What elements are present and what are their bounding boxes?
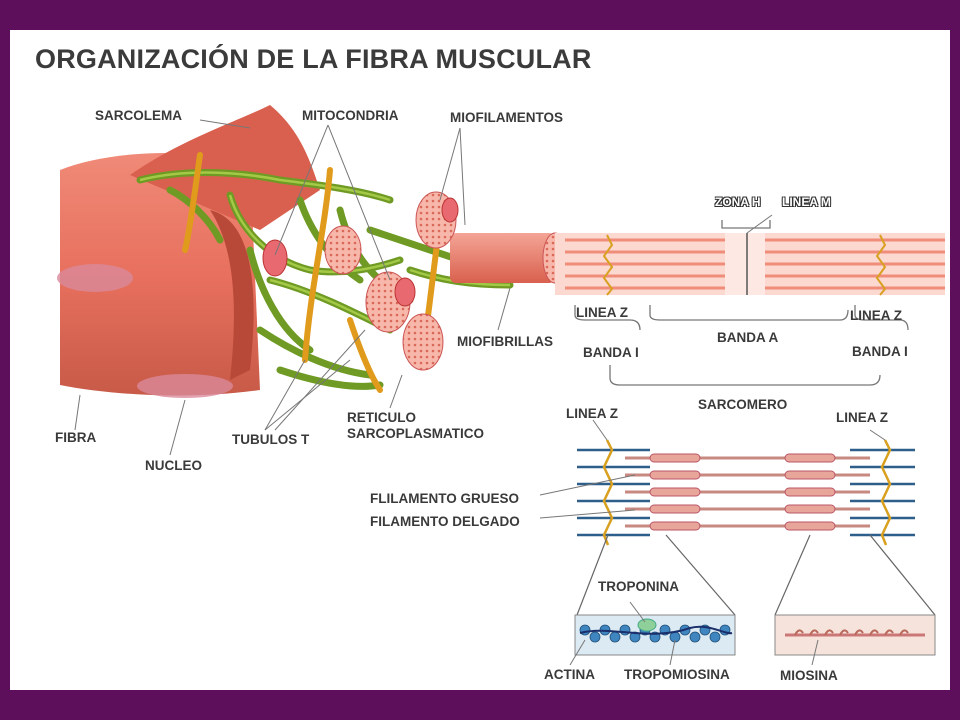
leader-lines <box>74 119 886 666</box>
label-banda-i-right: BANDA I <box>852 344 908 359</box>
sarcomere-band <box>555 233 945 296</box>
myofibrils <box>262 191 568 371</box>
z-line-left <box>602 234 614 296</box>
sarcomere-detail <box>577 439 915 546</box>
label-filamento-grueso: FLILAMENTO GRUESO <box>370 491 520 506</box>
myosin-inset <box>774 614 936 656</box>
zoom-lines <box>576 534 936 616</box>
label-fibra: FIBRA <box>55 430 97 445</box>
label-troponina: TROPONINA <box>598 579 679 594</box>
label-nucleo: NUCLEO <box>145 458 202 473</box>
label-miofilamentos: MIOFILAMENTOS <box>450 110 563 125</box>
label-miofibrillas: MIOFIBRILLAS <box>457 334 553 349</box>
sarcomere-brackets <box>574 220 909 386</box>
label-linea-z-bottom-left: LINEA Z <box>566 406 618 421</box>
muscle-fiber <box>57 105 320 398</box>
sarcolema-flap <box>130 105 320 230</box>
actin-inset <box>574 614 736 656</box>
label-tropomiosina: TROPOMIOSINA <box>624 667 730 682</box>
troponin-blob <box>637 618 657 632</box>
mitochondrion <box>262 239 288 277</box>
label-linea-z-left: LINEA Z <box>576 305 628 320</box>
label-sarcoplasmatico: SARCOPLASMATICO <box>347 426 484 441</box>
label-sarcomero: SARCOMERO <box>698 397 788 412</box>
label-tubulos-t: TUBULOS T <box>232 432 310 447</box>
diagram-panel: ORGANIZACIÓN DE LA FIBRA MUSCULAR SARCOL… <box>10 30 950 690</box>
label-reticulo: RETICULO <box>347 410 416 425</box>
label-miosina: MIOSINA <box>780 668 838 683</box>
muscle-fiber-illustration <box>57 105 945 666</box>
label-sarcolema: SARCOLEMA <box>95 108 182 123</box>
z-line-right <box>875 234 887 296</box>
label-filamento-delgado: FILAMENTO DELGADO <box>370 514 520 529</box>
label-actina: ACTINA <box>544 667 595 682</box>
label-zona-h: ZONA H <box>715 195 761 209</box>
label-linea-m: LINEA M <box>782 195 831 209</box>
nucleus-left <box>57 264 133 292</box>
label-banda-i-left: BANDA I <box>583 345 639 360</box>
label-banda-a: BANDA A <box>717 330 779 345</box>
nucleus-bottom <box>137 374 233 398</box>
label-mitocondria: MITOCONDRIA <box>302 108 399 123</box>
label-linea-z-right: LINEA Z <box>850 308 902 323</box>
label-linea-z-bottom-right: LINEA Z <box>836 410 888 425</box>
zona-h-region <box>725 233 765 295</box>
page-title: ORGANIZACIÓN DE LA FIBRA MUSCULAR <box>35 44 592 74</box>
